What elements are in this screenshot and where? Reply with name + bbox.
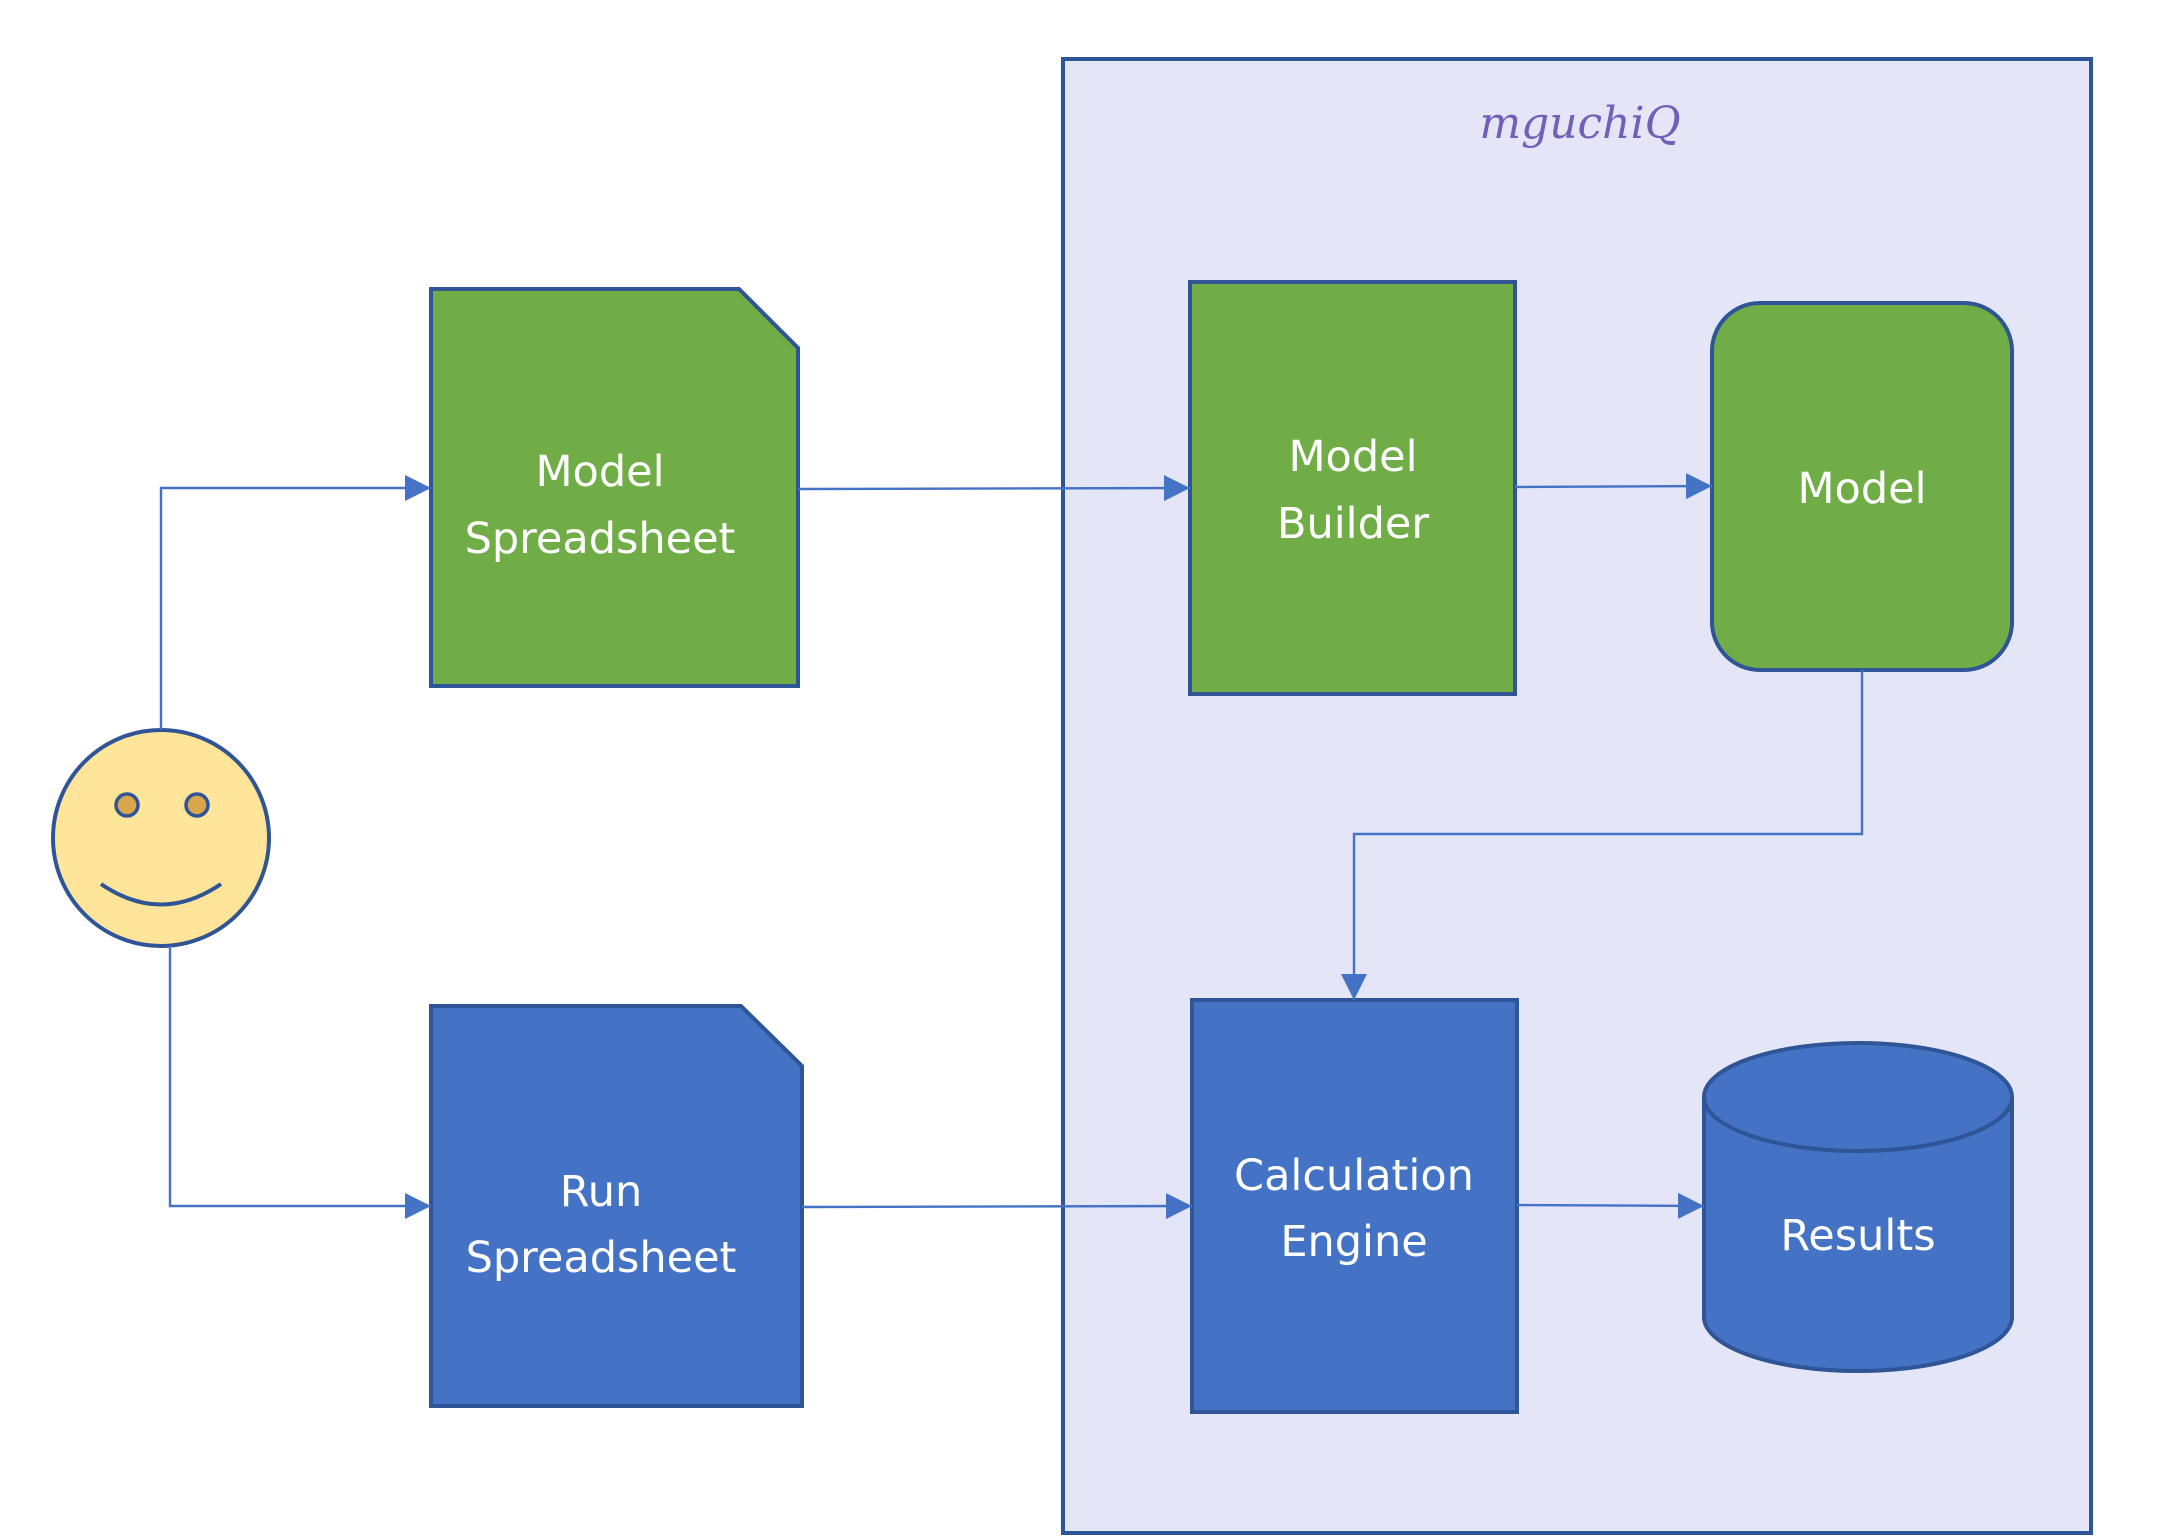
model-builder-label-line1: Model bbox=[1288, 432, 1417, 482]
run-spreadsheet-label-line2: Spreadsheet bbox=[466, 1233, 737, 1283]
run-spreadsheet-node[interactable]: Run Spreadsheet bbox=[429, 1004, 804, 1408]
model-node[interactable]: Model bbox=[1710, 301, 2014, 672]
results-database-node[interactable]: Results bbox=[1702, 1041, 2014, 1373]
calculation-engine-label-line1: Calculation bbox=[1234, 1151, 1474, 1201]
model-spreadsheet-label-line2: Spreadsheet bbox=[465, 514, 736, 564]
connector-model-spreadsheet-to-model-builder bbox=[797, 475, 1191, 502]
model-builder-label-line2: Builder bbox=[1277, 499, 1429, 549]
calculation-engine-node[interactable]: Calculation Engine bbox=[1190, 998, 1519, 1414]
model-label: Model bbox=[1797, 464, 1926, 514]
model-spreadsheet-label-line1: Model bbox=[535, 447, 664, 497]
results-label: Results bbox=[1780, 1211, 1935, 1261]
connector-calculation-engine-to-results bbox=[1516, 1192, 1705, 1219]
model-builder-node[interactable]: Model Builder bbox=[1188, 280, 1517, 696]
model-spreadsheet-node[interactable]: Model Spreadsheet bbox=[429, 287, 800, 688]
connector-run-spreadsheet-to-calculation-engine bbox=[801, 1193, 1193, 1220]
run-spreadsheet-label-line1: Run bbox=[560, 1167, 642, 1217]
calculation-engine-label-line2: Engine bbox=[1280, 1217, 1427, 1267]
connectors bbox=[159, 473, 1864, 1220]
user-smiley-icon bbox=[51, 728, 271, 948]
container-title: mguchiQ bbox=[1479, 98, 1680, 149]
connector-user-to-model-spreadsheet bbox=[159, 475, 431, 730]
connector-model-to-calculation-engine bbox=[1341, 670, 1864, 1000]
connector-model-builder-to-model bbox=[1514, 473, 1713, 500]
connector-user-to-run-spreadsheet bbox=[168, 946, 431, 1219]
